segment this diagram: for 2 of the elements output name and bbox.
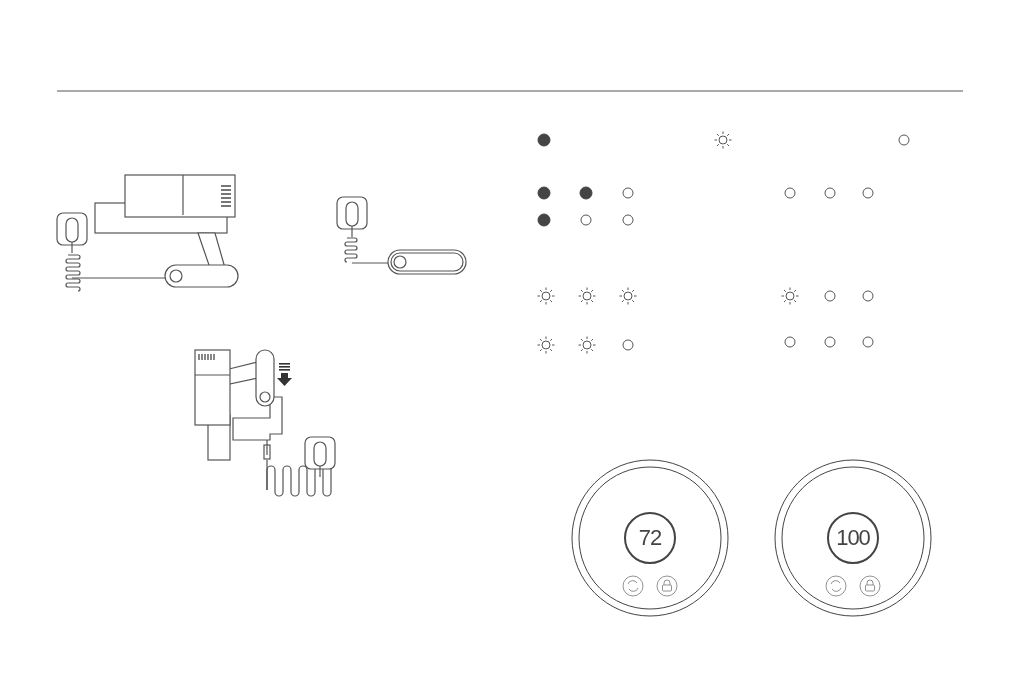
battery-percentage-display: 72 <box>624 512 676 564</box>
battery-percentage-display: 100 <box>827 512 879 564</box>
